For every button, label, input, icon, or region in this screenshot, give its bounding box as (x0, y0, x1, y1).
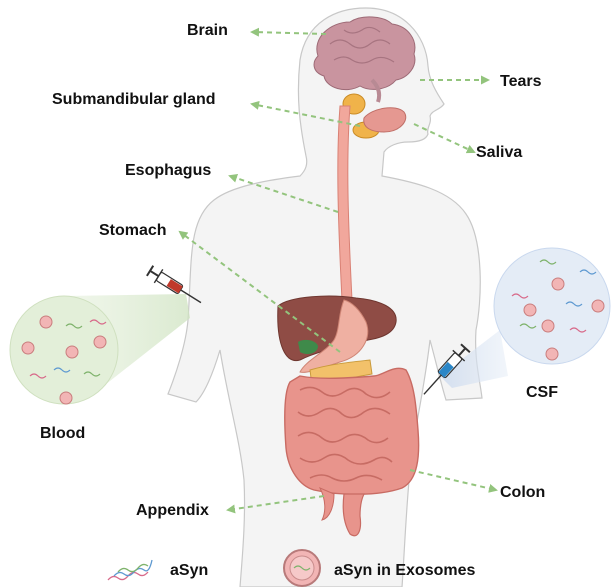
label-csf: CSF (526, 384, 558, 402)
arrow-colon (410, 470, 496, 490)
exosome-icon (552, 278, 564, 290)
label-esophagus: Esophagus (125, 162, 211, 180)
exosome-icon (546, 348, 558, 360)
blood-sample-bubble (10, 294, 190, 404)
exosome-icon (66, 346, 78, 358)
label-appendix: Appendix (136, 502, 209, 520)
exosome-icon (40, 316, 52, 328)
label-stomach: Stomach (99, 222, 167, 240)
label-saliva: Saliva (476, 144, 522, 162)
legend-asyn-label: aSyn (170, 562, 208, 580)
exosome-icon (592, 300, 604, 312)
label-submandibular-gland: Submandibular gland (52, 91, 216, 109)
exosome-icon (524, 304, 536, 316)
label-blood: Blood (40, 425, 85, 443)
exosome-icon (94, 336, 106, 348)
legend-exosomes-label: aSyn in Exosomes (334, 562, 475, 580)
exosome-icon (542, 320, 554, 332)
label-brain: Brain (187, 22, 228, 40)
legend-exosome-icon (284, 550, 320, 586)
exosome-icon (22, 342, 34, 354)
legend-asyn-icon (108, 560, 152, 580)
label-tears: Tears (500, 73, 542, 91)
exosome-icon (60, 392, 72, 404)
label-colon: Colon (500, 484, 545, 502)
